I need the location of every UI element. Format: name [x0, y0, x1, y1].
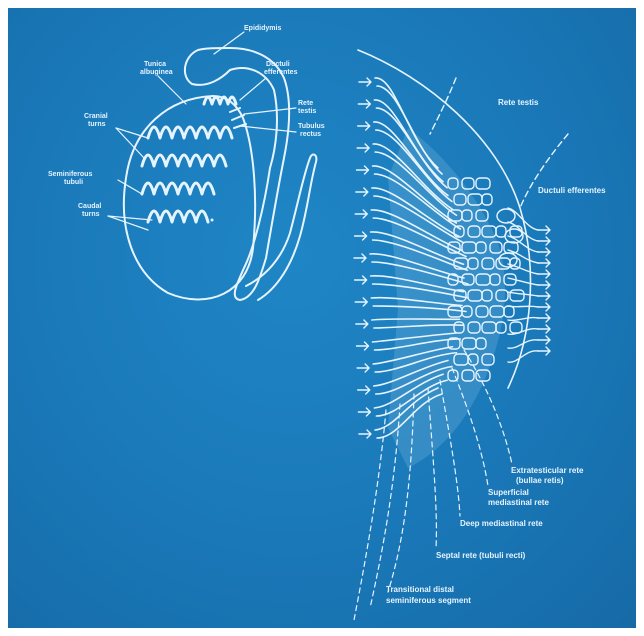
- inflow-arrow: [357, 342, 369, 350]
- label-transitional-1: Transitional distal: [386, 585, 454, 594]
- efferent-boundary-arc: [520, 134, 568, 208]
- efferent-ductule: [508, 278, 538, 285]
- outflow-arrow: [538, 347, 550, 355]
- label-tubulus-1: Tubulus: [298, 123, 325, 130]
- outflow-arrow: [538, 226, 550, 234]
- efferent-ductule: [508, 306, 538, 307]
- label-rete-1: Rete: [298, 100, 313, 107]
- outflow-arrow: [538, 281, 550, 289]
- inflow-arrow: [358, 408, 370, 416]
- efferent-ductule: [508, 292, 538, 296]
- label-septal-rete: Septal rete (tubuli recti): [436, 551, 526, 560]
- outflow-arrow: [538, 314, 550, 322]
- label-tunica-2: albuginea: [140, 69, 173, 76]
- outflow-arrow: [538, 259, 550, 267]
- inflow-arrow: [354, 254, 366, 262]
- inflow-arrow: [357, 166, 369, 174]
- inflow-arrow: [358, 100, 370, 108]
- label-ductuli-2: efferentes: [264, 69, 298, 76]
- inflow-arrow: [358, 386, 370, 394]
- seminiferous-tubule-row-3: [142, 183, 214, 194]
- inflow-arrow: [355, 298, 367, 306]
- label-caudal-1: Caudal: [78, 203, 101, 210]
- testis-anatomy-diagram: Epididymis Tunica albuginea Ductuli effe…: [8, 8, 636, 628]
- inflow-arrow: [356, 320, 368, 328]
- overview-labels: Epididymis Tunica albuginea Ductuli effe…: [48, 25, 325, 218]
- efferent-ductule: [508, 250, 538, 263]
- outflow-arrow: [538, 248, 550, 256]
- label-cranial-1: Cranial: [84, 113, 108, 120]
- inflow-arrow: [356, 188, 368, 196]
- outflow-arrow: [538, 325, 550, 333]
- label-caudal-2: turns: [82, 211, 100, 218]
- label-superficial-1: Superficial: [488, 488, 529, 497]
- inflow-arrow: [358, 122, 370, 130]
- label-deep-mediastinal: Deep mediastinal rete: [460, 519, 543, 528]
- efferent-ductule: [508, 329, 538, 335]
- label-epididymis: Epididymis: [244, 25, 281, 32]
- rete-detail: [354, 50, 568, 620]
- label-ductuli-1: Ductuli: [266, 61, 290, 68]
- inflow-arrow: [359, 430, 371, 438]
- rete-boundary-arc: [430, 78, 456, 134]
- inflow-arrow: [355, 210, 367, 218]
- dot-marker: [211, 219, 214, 222]
- bulla-retis: [497, 209, 515, 223]
- label-ductuli-efferentes: Ductuli efferentes: [538, 186, 606, 195]
- diagram-slide: Epididymis Tunica albuginea Ductuli effe…: [8, 8, 636, 628]
- seminiferous-tubule-row-1: [148, 127, 232, 138]
- inflow-arrow: [359, 78, 371, 86]
- rete-channel: [510, 290, 524, 301]
- label-superficial-2: mediastinal rete: [488, 498, 549, 507]
- label-rete-2: testis: [298, 108, 316, 115]
- efferent-ductule: [508, 318, 538, 321]
- rete-channel: [504, 306, 514, 317]
- rete-channel: [510, 322, 522, 333]
- label-tunica-1: Tunica: [144, 61, 166, 68]
- label-seminiferous-1: Seminiferous: [48, 171, 92, 178]
- label-extratesticular-1: Extratesticular rete: [511, 466, 584, 475]
- label-transitional-2: seminiferous segment: [386, 596, 471, 605]
- label-extratesticular-2: (bullae retis): [516, 476, 564, 485]
- inflow-arrow: [355, 232, 367, 240]
- label-rete-testis: Rete testis: [498, 98, 539, 107]
- rete-channel: [476, 178, 490, 189]
- outflow-arrow: [538, 237, 550, 245]
- inflow-arrow: [357, 144, 369, 152]
- label-tubulus-2: rectus: [300, 131, 321, 138]
- seminiferous-tubule-row-2: [142, 155, 226, 166]
- seminiferous-tubule-row-4: [148, 211, 208, 222]
- outflow-arrow: [538, 303, 550, 311]
- label-cranial-2: turns: [88, 121, 106, 128]
- outflow-arrow: [538, 292, 550, 300]
- outflow-arrow: [538, 270, 550, 278]
- efferent-ductule: [508, 351, 538, 362]
- label-seminiferous-2: tubuli: [64, 179, 83, 186]
- rete-channel: [482, 194, 492, 205]
- epididymis-outline: [185, 48, 289, 300]
- outflow-arrow: [538, 336, 550, 344]
- inflow-arrow: [357, 364, 369, 372]
- inflow-arrow: [355, 276, 367, 284]
